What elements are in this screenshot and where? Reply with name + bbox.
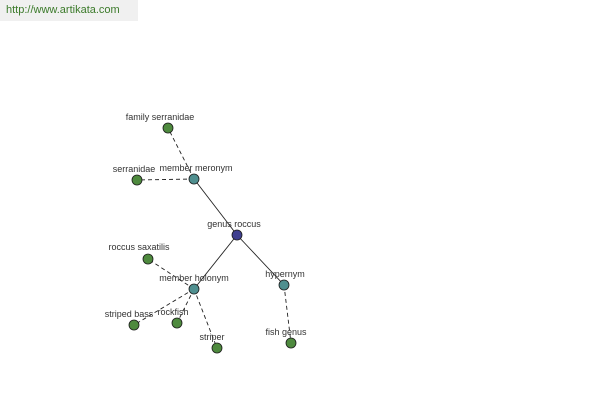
node-roccus-saxatilis[interactable] [142,253,154,265]
node-label-member-meronym[interactable]: member meronym [159,163,232,173]
node-member-meronym[interactable] [188,173,200,185]
node-fish-genus[interactable] [285,337,297,349]
node-label-serranidae[interactable]: serranidae [113,164,156,174]
edge-member-meronym-to-family-serranidae [167,127,195,180]
node-hypernym[interactable] [278,279,290,291]
node-serranidae[interactable] [131,174,143,186]
node-label-roccus-saxatilis[interactable]: roccus saxatilis [108,242,170,252]
node-striped-bass[interactable] [128,319,140,331]
node-striper[interactable] [211,342,223,354]
labels-layer: genus roccus member meronym member holonym… [105,112,307,342]
node-label-member-holonym[interactable]: member holonym [159,273,229,283]
node-label-striped-bass[interactable]: striped bass [105,309,154,319]
node-family-serranidae[interactable] [162,122,174,134]
node-rockfish[interactable] [171,317,183,329]
edge-center-to-hypernym [236,234,285,286]
edge-center-to-member-meronym [193,178,238,236]
edge-member-meronym-to-serranidae [136,178,195,181]
edges-layer [133,127,292,349]
node-label-striper[interactable]: striper [199,332,224,342]
edge-hypernym-to-fish-genus [283,284,292,344]
node-label-center[interactable]: genus roccus [207,219,261,229]
edge-member-holonym-to-rockfish [176,288,195,324]
edge-member-holonym-to-roccus-saxatilis [147,258,195,290]
node-label-rockfish[interactable]: rockfish [157,307,188,317]
node-label-family-serranidae[interactable]: family serranidae [126,112,195,122]
edge-member-holonym-to-striped-bass [133,288,195,326]
site-url-banner[interactable]: http://www.artikata.com [0,0,138,21]
node-label-hypernym[interactable]: hypernym [265,269,305,279]
node-center[interactable] [231,229,243,241]
edge-member-holonym-to-striper [193,288,218,349]
edge-center-to-member-holonym [193,234,238,290]
node-label-fish-genus[interactable]: fish genus [265,327,307,337]
nodes-layer [128,122,297,354]
node-member-holonym[interactable] [188,283,200,295]
